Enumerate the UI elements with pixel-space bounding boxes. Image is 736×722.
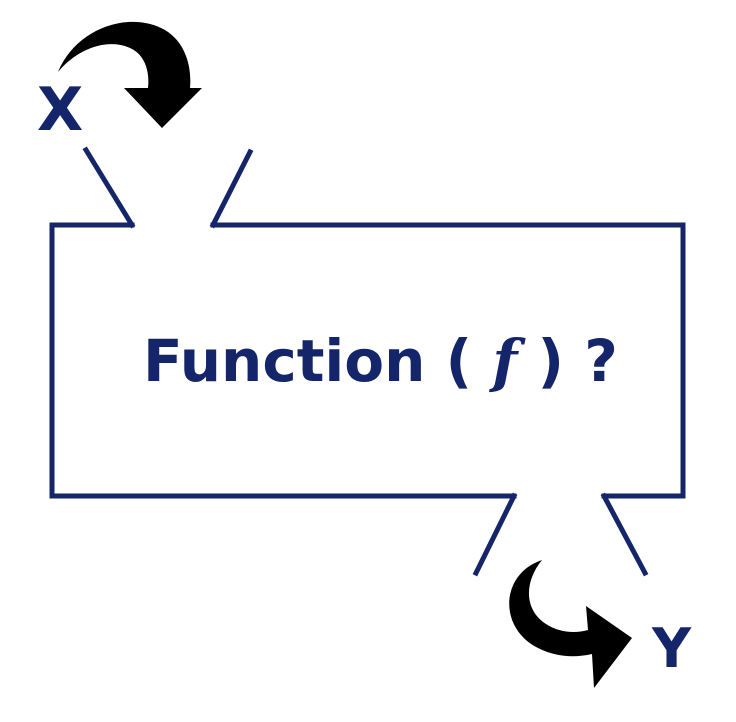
output-funnel-left-wall bbox=[472, 492, 518, 577]
input-funnel-left-wall bbox=[82, 146, 136, 229]
input-curved-arrow-icon bbox=[58, 21, 202, 128]
output-label: Y bbox=[652, 617, 692, 680]
input-label: X bbox=[37, 75, 84, 145]
input-funnel-right-wall bbox=[209, 148, 254, 229]
question-mark: ? bbox=[584, 327, 618, 395]
function-word: Function bbox=[143, 327, 426, 395]
box-top-right-edge bbox=[210, 222, 686, 499]
function-title: Function ( f ) ? bbox=[143, 332, 618, 390]
output-funnel-right-wall bbox=[600, 492, 649, 577]
open-paren: ( bbox=[445, 327, 473, 395]
box-top-left-edge bbox=[49, 222, 517, 499]
function-symbol: f bbox=[492, 327, 518, 395]
close-paren: ) bbox=[537, 327, 565, 395]
function-box-outline bbox=[49, 146, 686, 577]
output-curved-arrow-icon bbox=[509, 560, 632, 688]
